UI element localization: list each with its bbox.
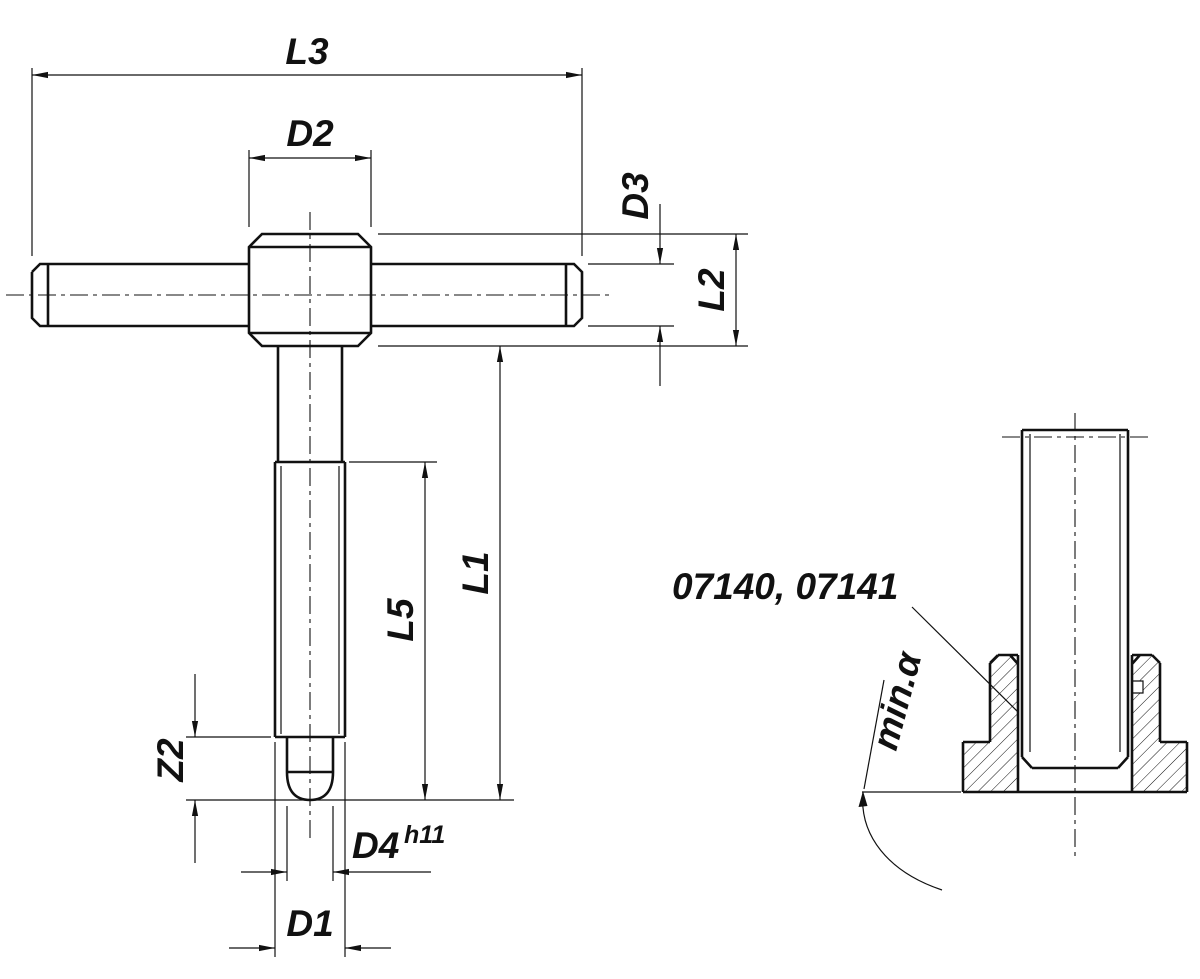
front-view <box>6 212 614 838</box>
dimension-d2-extension-lines <box>248 150 372 227</box>
hub-outline <box>247 232 373 348</box>
dimensions: L3 D2 D3 L2 L1 L5 <box>31 31 748 957</box>
dimension-d4-tolerance-label: h11 <box>404 821 445 849</box>
dimension-d3: D3 <box>588 172 674 386</box>
handle-bar <box>30 262 584 328</box>
dimension-l3: L3 <box>31 31 583 256</box>
thread-relief-notch <box>1132 680 1144 694</box>
dimension-d1-extension-lines <box>274 742 346 957</box>
dimension-d4: D4 h11 <box>241 806 445 881</box>
side-centerlines <box>1002 413 1148 856</box>
shaft-outline <box>273 346 347 802</box>
min-angle-leader-line <box>863 679 885 790</box>
dimension-d3-extension-lines <box>588 263 674 327</box>
dimension-d4-label: D4 <box>352 825 399 866</box>
dimension-d4-extension-lines <box>286 806 334 881</box>
dimension-l2-extension-lines <box>378 233 748 347</box>
dimension-d1: D1 <box>229 742 391 957</box>
thread-root-lines <box>280 466 340 734</box>
stud-outline <box>1020 428 1130 770</box>
centerlines <box>6 212 614 838</box>
dimension-z2: Z2 <box>150 674 271 863</box>
screw-shaft <box>273 346 347 802</box>
dimension-d2: D2 <box>248 113 372 227</box>
part-number-callout: 07140, 07141 <box>672 566 1019 713</box>
hub <box>247 232 373 348</box>
thread-relief-mask <box>1132 681 1143 693</box>
dimension-l2: L2 <box>378 233 748 347</box>
min-angle-dimension: min.α <box>858 646 961 891</box>
angle-arrowhead <box>858 791 868 807</box>
dimension-l3-extension-lines <box>31 68 583 256</box>
angle-arc <box>862 791 943 891</box>
handle-bar-outline <box>30 262 584 328</box>
dimension-l5: L5 <box>349 461 437 800</box>
stud-thread-root-lines <box>1029 434 1121 752</box>
section-hatching <box>963 655 1187 792</box>
dimension-d2-label: D2 <box>286 113 334 154</box>
dimension-d1-label: D1 <box>286 903 333 944</box>
dimension-l1-label: L1 <box>455 551 496 594</box>
part-number-label: 07140, 07141 <box>672 566 898 607</box>
side-view: 07140, 07141 min.α <box>672 413 1189 891</box>
dimension-l2-label: L2 <box>691 268 732 312</box>
threaded-stud <box>1020 428 1130 770</box>
t-slot-nut <box>961 653 1189 794</box>
dimension-z2-label: Z2 <box>150 738 191 783</box>
nut-outline <box>961 653 1189 794</box>
dimension-l1: L1 <box>186 346 514 801</box>
min-angle-label: min.α <box>864 646 930 754</box>
part-number-leader-line <box>911 606 1019 713</box>
dimension-l5-label: L5 <box>380 597 421 642</box>
dimension-d3-label: D3 <box>615 172 656 220</box>
dimension-l3-label: L3 <box>285 31 329 72</box>
